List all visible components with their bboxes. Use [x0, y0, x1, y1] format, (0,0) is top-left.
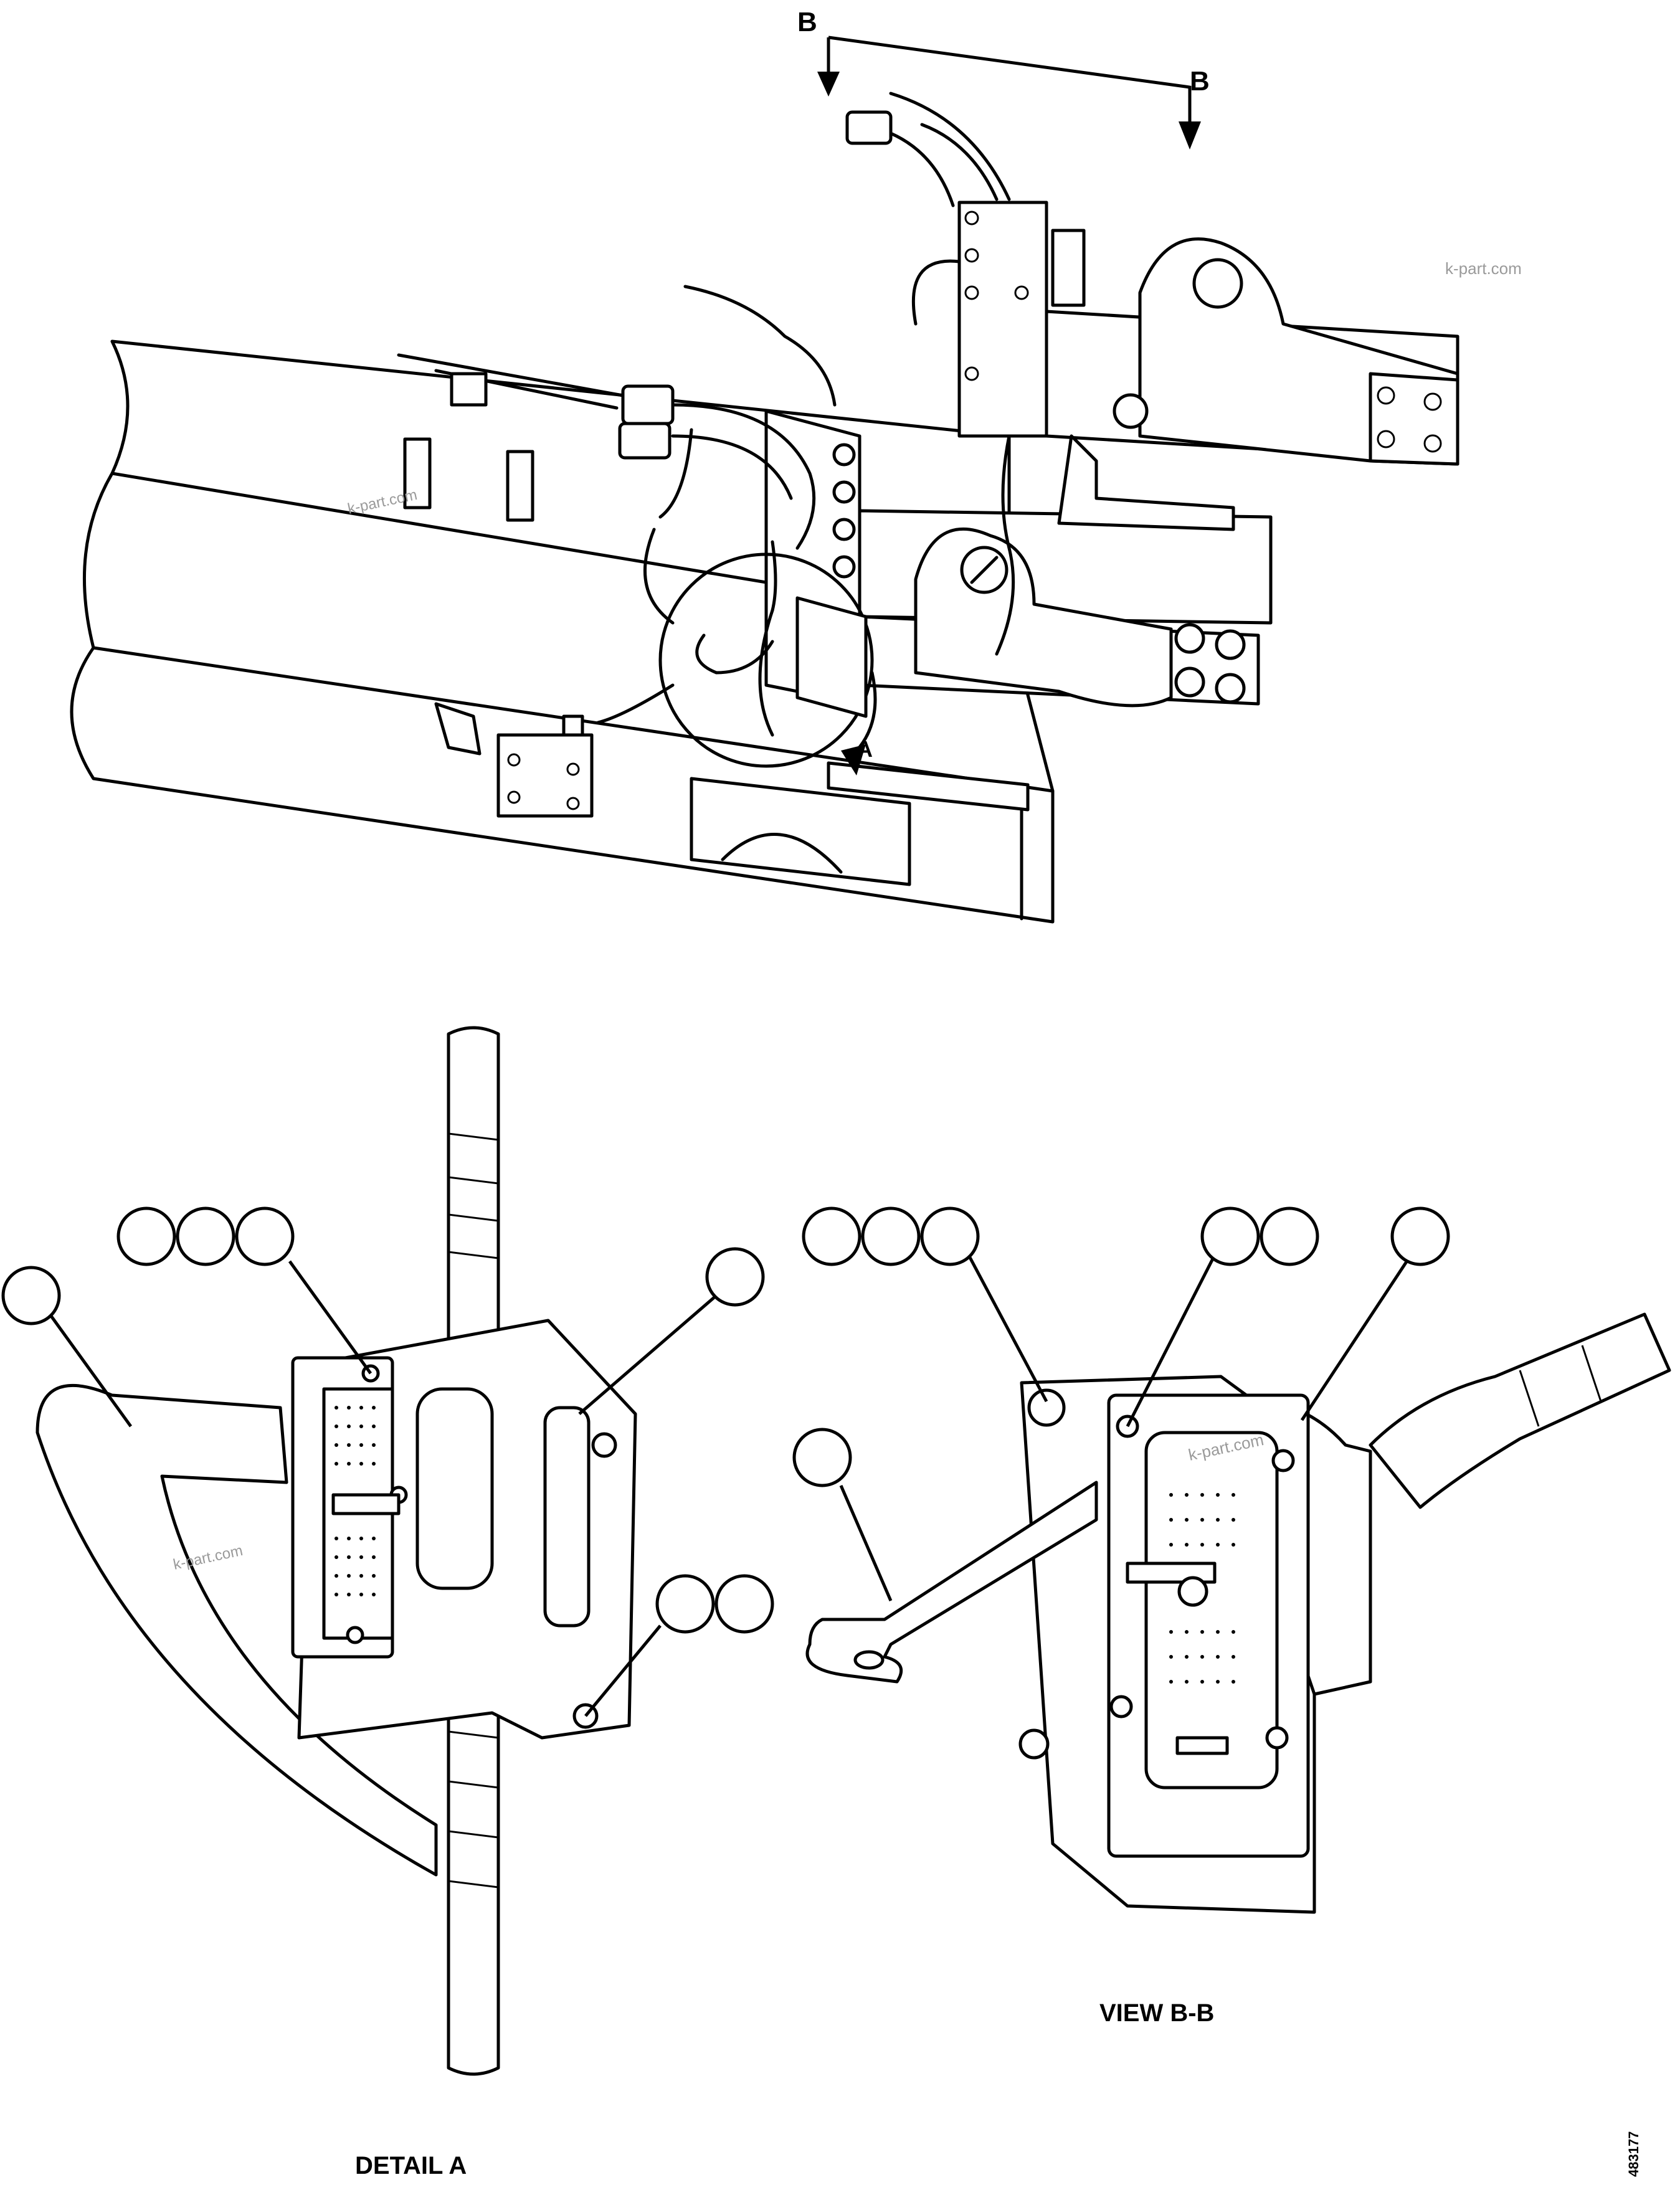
cross-member [764, 409, 1273, 708]
section-line-bb: B B [797, 7, 1210, 149]
callout-balloons-detail-a [1, 1206, 774, 1634]
callout-balloon [116, 1206, 176, 1266]
connector-pin-grid-b [1169, 1493, 1235, 1684]
callout-balloon [802, 1206, 861, 1266]
connector-pin-grid-a [335, 1406, 376, 1596]
detail-a-marker: A [857, 736, 873, 762]
callout-balloons-view-bb [792, 1206, 1450, 1487]
view-bb-caption: VIEW B-B [1099, 1999, 1214, 2027]
wire-harness [397, 92, 1015, 756]
callout-balloon [861, 1206, 921, 1266]
frame-assembly-view: B B [70, 7, 1522, 924]
section-label-b-left: B [797, 7, 817, 37]
callout-balloon [920, 1206, 980, 1266]
callout-balloon [792, 1428, 852, 1487]
callout-balloon [176, 1206, 235, 1266]
section-label-b-right: B [1190, 66, 1210, 97]
callout-balloon [1200, 1206, 1260, 1266]
callout-balloon [655, 1574, 715, 1634]
detail-a-callout: A [658, 552, 877, 775]
callout-balloon [1, 1266, 61, 1325]
callout-balloon [705, 1247, 765, 1307]
detail-a-caption: DETAIL A [355, 2152, 467, 2179]
callout-balloon [1390, 1206, 1450, 1266]
upper-support-arm [957, 201, 1459, 531]
drawing-number: 483177 [1626, 2131, 1641, 2177]
watermark-1: k-part.com [1445, 259, 1522, 278]
view-bb: k-part.com VIEW B-B [792, 1206, 1671, 2027]
callout-balloon [235, 1206, 295, 1266]
detail-a-view: k-part.com DETAIL A [1, 1026, 774, 2179]
callout-balloon [714, 1574, 774, 1634]
callout-balloon [1260, 1206, 1319, 1266]
